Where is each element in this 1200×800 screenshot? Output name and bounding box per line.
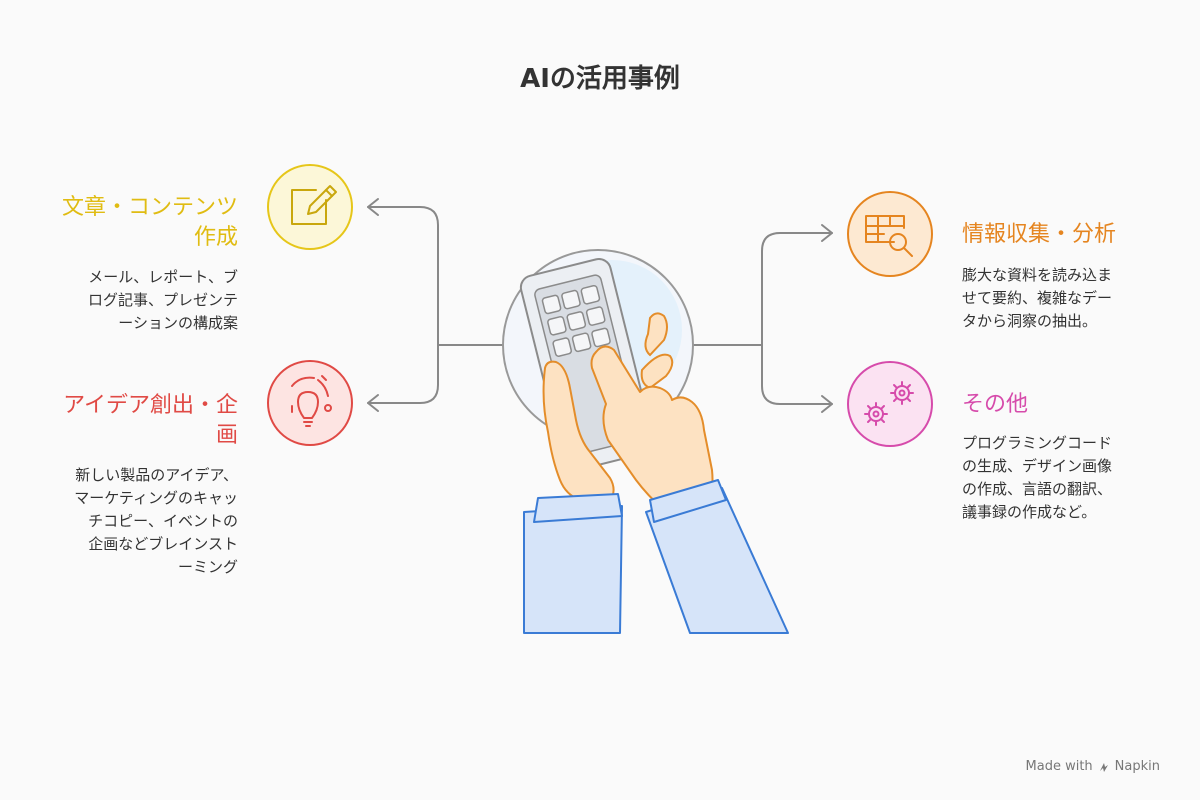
item-title-ideas: アイデア創出・企 画 [63, 391, 238, 451]
item-desc-line: プログラミングコード [962, 434, 1113, 452]
item-desc-research: 膨大な資料を読み込ま せて要約、複雑なデー タから洞察の抽出。 [962, 264, 1112, 333]
item-desc-line: メール、レポート、ブ [88, 268, 238, 286]
left-thumb-tip [644, 312, 668, 357]
item-desc-line: タから洞察の抽出。 [962, 312, 1098, 330]
connector-other [761, 344, 833, 405]
item-desc-content: メール、レポート、ブ ログ記事、プレゼンテ ーションの構成案 [88, 266, 238, 335]
item-desc-line: せて要約、複雑なデー [962, 289, 1113, 307]
left-hand [542, 360, 615, 501]
item-desc-line: ーミング [177, 558, 238, 576]
napkin-logo-icon [1099, 762, 1108, 772]
arrowhead-research [821, 224, 833, 242]
item-title-research: 情報収集・分析 [962, 220, 1116, 250]
made-with-label: Made with [1025, 759, 1093, 774]
lightbulb-icon [267, 360, 353, 446]
connectors [367, 198, 833, 413]
gears-icon [847, 361, 933, 447]
app-key [541, 294, 562, 315]
item-desc-line: の作成、言語の翻訳、 [962, 480, 1113, 498]
footer-watermark: Made with Napkin [1026, 759, 1160, 774]
connector-research [691, 232, 833, 346]
item-title-line: その他 [962, 392, 1029, 417]
app-key [571, 332, 592, 353]
diagram-title: AIの活用事例 [520, 64, 680, 94]
item-desc-line: 新しい製品のアイデア、 [75, 466, 238, 484]
arrowhead-ideas [367, 394, 379, 412]
connector-content [367, 206, 506, 346]
item-title-line: 文章・コンテンツ [61, 195, 238, 220]
arrowhead-other [821, 395, 833, 413]
data-search-icon [847, 191, 933, 277]
item-desc-line: ログ記事、プレゼンテ [87, 291, 238, 309]
item-desc-line: の生成、デザイン画像 [962, 457, 1113, 475]
app-key [566, 311, 587, 331]
left-sleeve [523, 505, 623, 634]
app-key [591, 327, 611, 348]
item-desc-line: 議事録の作成など。 [962, 503, 1097, 521]
item-desc-line: 膨大な資料を読み込ま [962, 266, 1113, 284]
item-title-line: アイデア創出・企 [63, 393, 238, 418]
item-desc-other: プログラミングコード の生成、デザイン画像 の作成、言語の翻訳、 議事録の作成な… [962, 432, 1112, 524]
napkin-brand-label: Napkin [1114, 759, 1160, 774]
item-desc-line: ーションの構成案 [118, 314, 238, 332]
connector-ideas [367, 344, 439, 404]
item-title-line: 作成 [193, 225, 238, 250]
item-title-other: その他 [962, 390, 1028, 420]
item-desc-line: マーケティングのキャッ [74, 489, 238, 507]
app-key [561, 289, 581, 310]
app-key [547, 315, 567, 336]
item-title-line: 情報収集・分析 [962, 222, 1117, 247]
app-key [552, 337, 573, 357]
arrowhead-content [367, 198, 379, 216]
app-key [585, 306, 606, 326]
hands-smartphone-icon [502, 249, 789, 634]
item-title-content: 文章・コンテンツ 作成 [62, 193, 238, 253]
item-title-line: 画 [215, 423, 238, 448]
app-key [580, 284, 601, 305]
right-hand [590, 345, 714, 511]
item-desc-ideas: 新しい製品のアイデア、 マーケティングのキャッ チコピー、イベントの 企画などブ… [74, 464, 238, 579]
item-desc-line: 企画などブレインスト [88, 535, 238, 553]
edit-icon [267, 164, 353, 250]
item-desc-line: チコピー、イベントの [88, 512, 238, 530]
